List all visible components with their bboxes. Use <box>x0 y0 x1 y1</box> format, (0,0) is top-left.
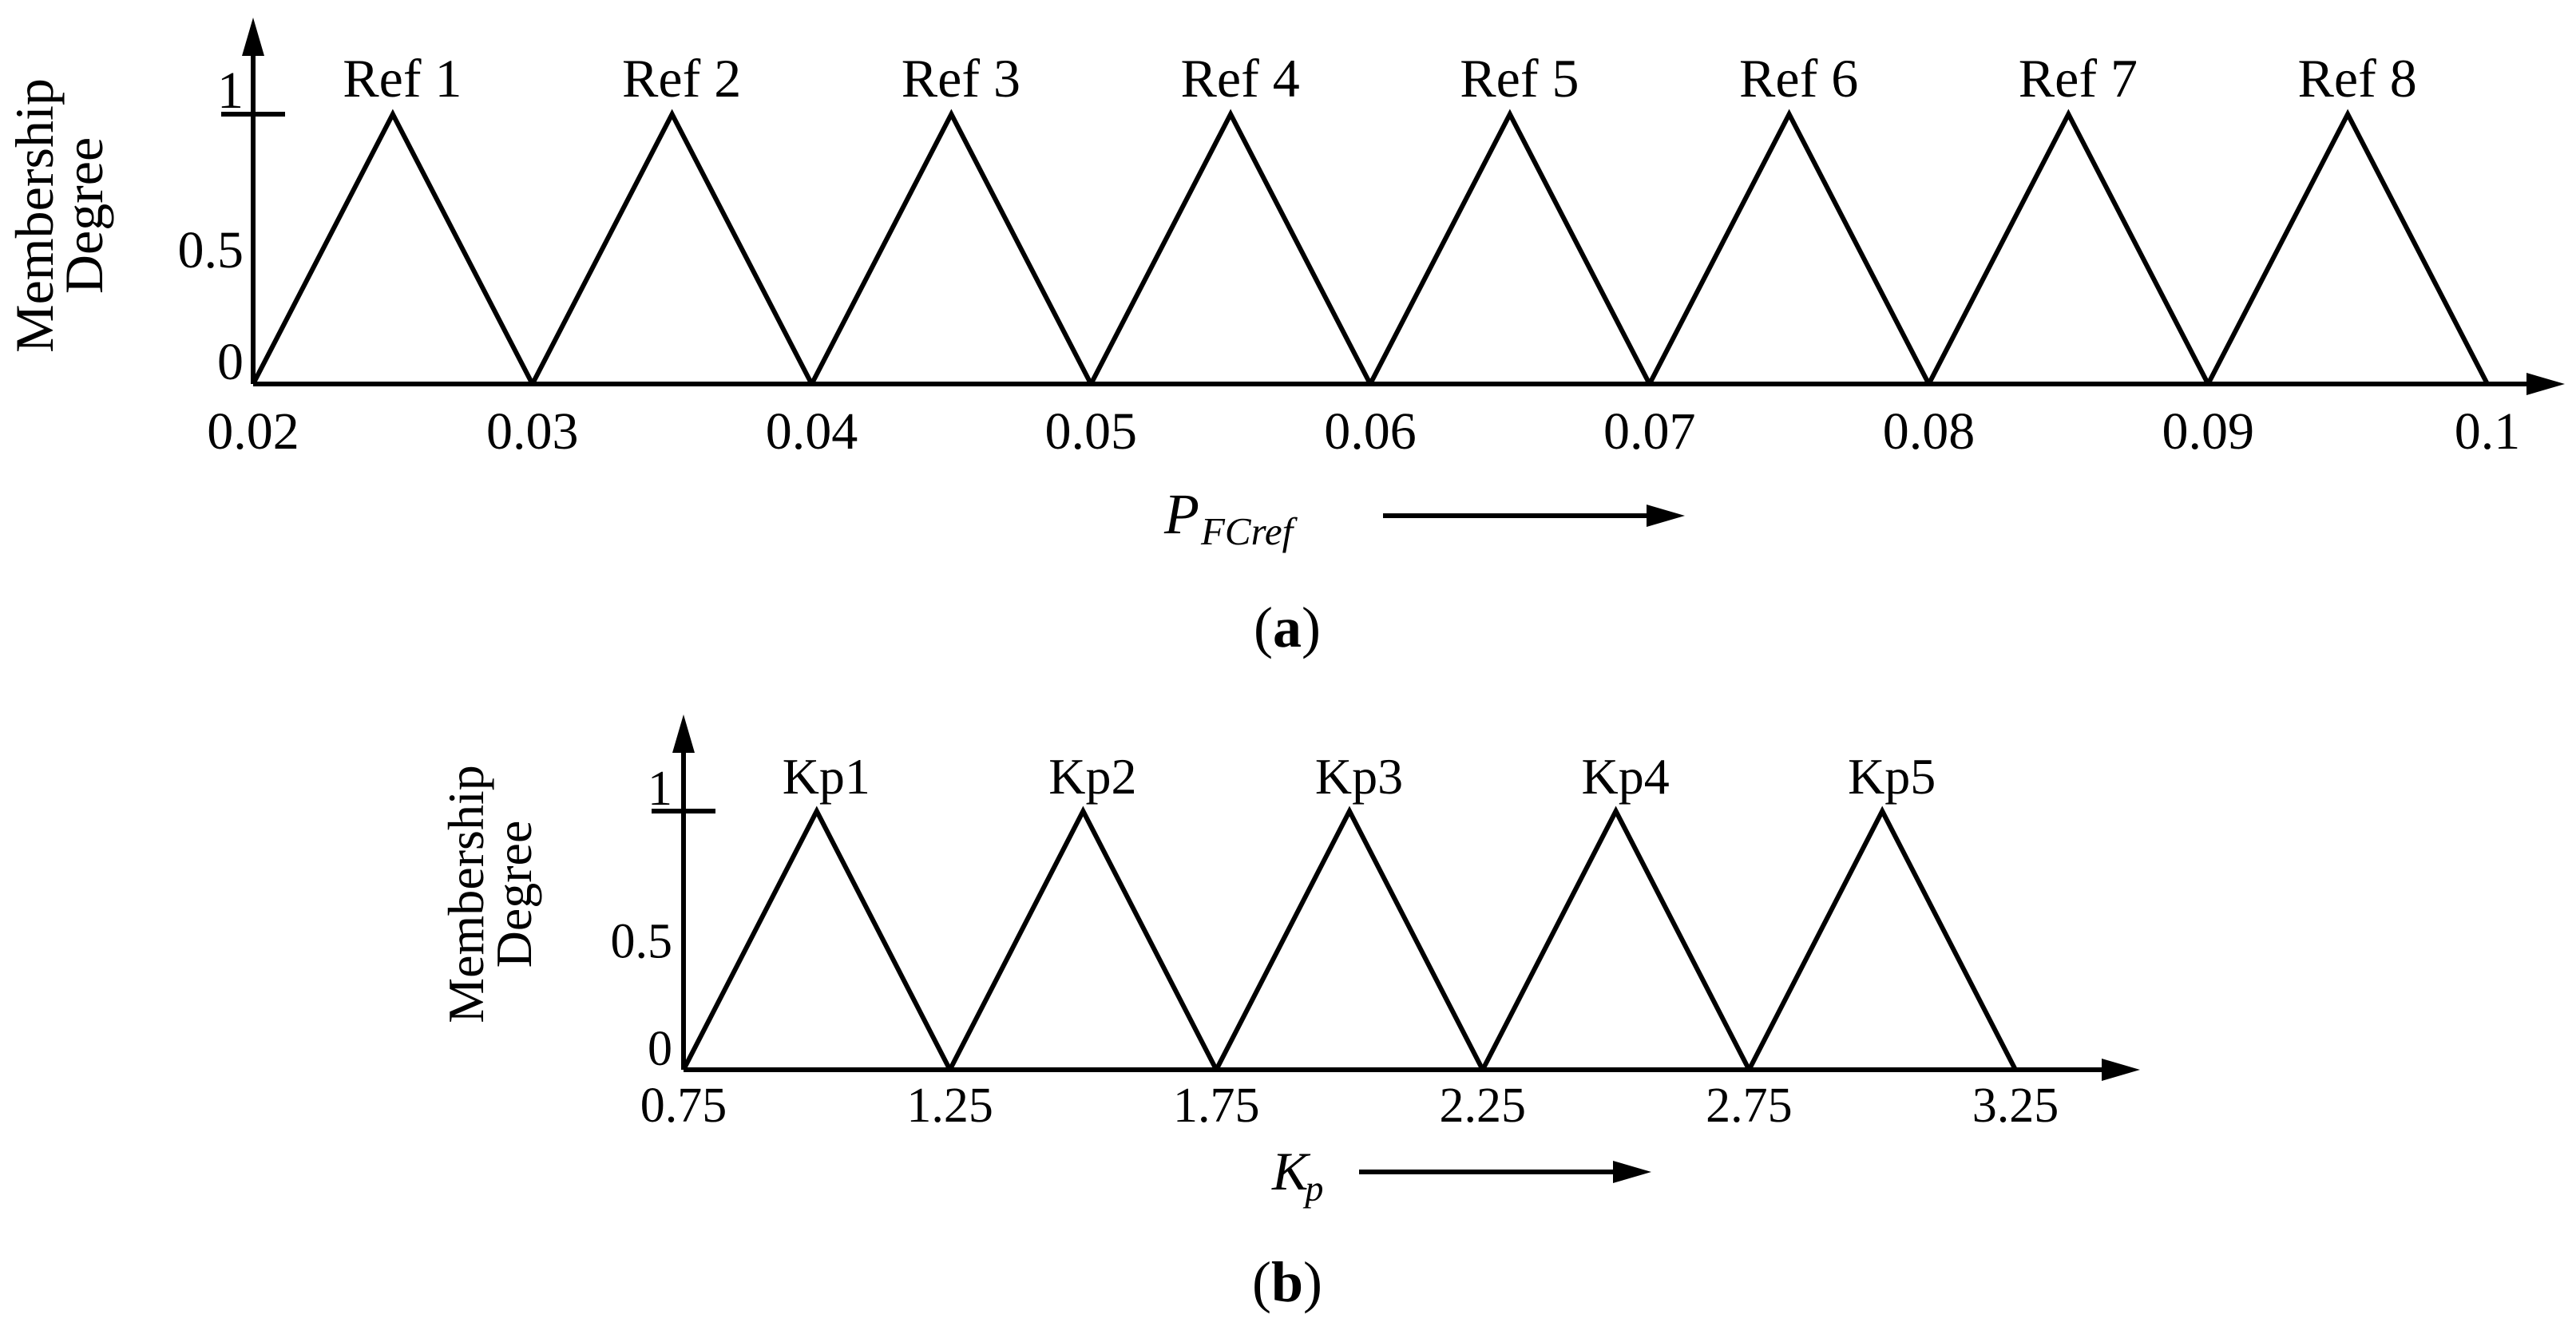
x-axis-arrowhead <box>2526 373 2565 395</box>
series-label: Ref 8 <box>2298 48 2417 109</box>
x-axis-title-arrowhead <box>1647 505 1685 527</box>
x-tick-label: 1.25 <box>906 1079 993 1133</box>
y-tick-label: 0.5 <box>611 915 673 969</box>
x-axis-title: PFCref <box>1163 482 1298 553</box>
series-label: Kp3 <box>1315 748 1403 805</box>
x-axis-title-main: P <box>1163 482 1199 546</box>
x-axis-title-arrowhead <box>1613 1161 1651 1183</box>
series-label: Ref 5 <box>1460 48 1579 109</box>
x-tick-label: 0.07 <box>1603 402 1696 461</box>
x-axis-title-main: K <box>1271 1141 1311 1201</box>
y-axis-title: MembershipDegree <box>438 765 542 1023</box>
series-label: Kp5 <box>1848 748 1936 805</box>
y-tick-label: 1 <box>217 61 244 120</box>
x-axis-title-subscript: FCref <box>1200 509 1298 553</box>
x-axis-title-subscript: p <box>1302 1168 1323 1209</box>
x-tick-label: 0.03 <box>486 402 579 461</box>
y-tick-label: 0 <box>648 1022 672 1076</box>
x-axis-arrowhead <box>2102 1059 2140 1081</box>
y-axis-title-line: Membership <box>4 78 65 353</box>
membership-series-line <box>530 109 814 386</box>
membership-series-line <box>681 806 953 1071</box>
series-label: Ref 4 <box>1181 48 1300 109</box>
series-label: Ref 6 <box>1739 48 1858 109</box>
x-tick-label: 2.75 <box>1706 1079 1793 1133</box>
membership-series-line <box>809 109 1093 386</box>
membership-series-line <box>1746 806 2018 1071</box>
panel-caption: (a) <box>1254 596 1321 659</box>
membership-series-line <box>1926 109 2210 386</box>
membership-series-line <box>2205 109 2490 386</box>
series-label: Ref 7 <box>2019 48 2138 109</box>
membership-series-line <box>1088 109 1373 386</box>
y-tick-label: 0.5 <box>178 221 244 279</box>
series-label: Kp4 <box>1581 748 1669 805</box>
y-axis-title-line: Degree <box>54 137 114 294</box>
panel-caption-letter: a <box>1273 596 1302 659</box>
y-tick-label: 0 <box>217 333 244 391</box>
y-axis-title-line: Membership <box>438 765 494 1023</box>
x-tick-label: 0.08 <box>1883 402 1976 461</box>
x-tick-label: 0.04 <box>766 402 858 461</box>
series-label: Kp2 <box>1048 748 1136 805</box>
membership-series-line <box>947 806 1219 1071</box>
x-tick-label: 0.02 <box>207 402 299 461</box>
membership-series-line <box>1368 109 1652 386</box>
panel-caption-close: ) <box>1303 1250 1322 1314</box>
y-tick-label: 1 <box>648 762 672 816</box>
x-tick-label: 0.09 <box>2162 402 2255 461</box>
x-tick-label: 0.05 <box>1045 402 1138 461</box>
x-axis-title: Kp <box>1271 1141 1323 1209</box>
panel-caption-open: ( <box>1252 1250 1271 1314</box>
membership-series-line <box>251 109 535 386</box>
panel-caption-close: ) <box>1302 596 1321 659</box>
x-tick-label: 0.75 <box>640 1079 727 1133</box>
x-tick-label: 3.25 <box>1972 1079 2059 1133</box>
panel-caption: (b) <box>1252 1250 1322 1314</box>
panel-caption-open: ( <box>1254 596 1273 659</box>
series-label: Ref 3 <box>902 48 1020 109</box>
y-axis-arrowhead <box>242 18 264 56</box>
x-tick-label: 0.1 <box>2455 402 2521 461</box>
membership-series-line <box>1214 806 1485 1071</box>
y-axis-arrowhead <box>672 714 695 753</box>
x-tick-label: 2.25 <box>1440 1079 1527 1133</box>
y-axis-title-line: Degree <box>485 821 542 968</box>
x-tick-label: 0.06 <box>1324 402 1417 461</box>
x-tick-label: 1.75 <box>1173 1079 1260 1133</box>
panel-caption-letter: b <box>1271 1250 1303 1314</box>
chart-panel-a: 0 0.5 1 0.02 0.03 0.04 0.05 0.06 0.07 0.08 0.09 0.1… <box>4 18 2565 659</box>
membership-series-line <box>1647 109 1932 386</box>
membership-series-line <box>1480 806 1752 1071</box>
series-label: Ref 1 <box>343 48 462 109</box>
series-label: Kp1 <box>783 748 870 805</box>
series-label: Ref 2 <box>622 48 741 109</box>
y-axis-title: MembershipDegree <box>4 78 114 353</box>
